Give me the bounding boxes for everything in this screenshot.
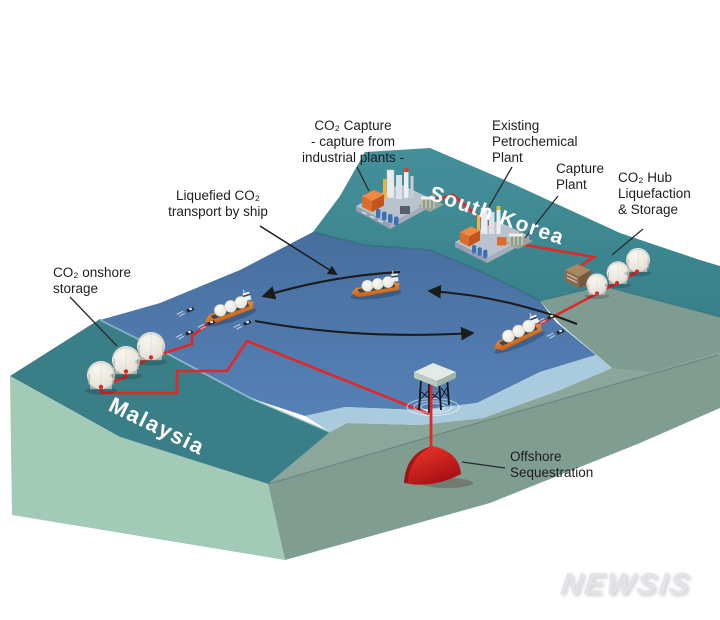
sequestration-dome [404,446,473,488]
capture-unit-1 [418,191,444,212]
shipping-route-arrows [254,225,578,341]
route-arrow-middle-to-west [261,270,401,300]
label-ship-transport: Liquefied CO₂ transport by ship [168,188,268,219]
offshore-platform [406,363,460,450]
seabed-and-cliffs [267,286,720,560]
onshore-storage-domes [84,331,168,396]
pipeline-storage-to-platform [101,339,430,416]
label-co2-hub: CO₂ Hub Liquefaction & Storage [618,170,691,217]
label-leader-lines [69,166,644,469]
hub-storage-domes [584,247,653,300]
route-arrow-west-to-east [254,319,475,341]
capture-unit-2 [506,228,533,249]
newsis-watermark: NEWSIS [558,568,694,601]
petrochemical-plant-illustration [455,206,529,263]
label-capture-plant: Capture Plant [556,161,605,192]
malaysia-landmass [10,319,331,560]
malaysia-front-face [10,376,285,560]
underground-cut-face [268,355,720,560]
label-existing-petrochemical-plant: Existing Petrochemical Plant [492,118,578,165]
label-onshore-storage: CO₂ onshore storage [53,265,132,296]
co2-capture-plant-illustration [356,168,434,229]
shallow-water-band [305,322,612,432]
transport-label-arrow [259,225,338,276]
label-co2-capture: CO₂ Capture - capture from industrial pl… [301,118,405,165]
south-korea-cliff-face [540,286,720,372]
label-offshore-sequestration: Offshore Sequestration [510,449,594,480]
route-arrow-east-to-middle [427,284,578,325]
